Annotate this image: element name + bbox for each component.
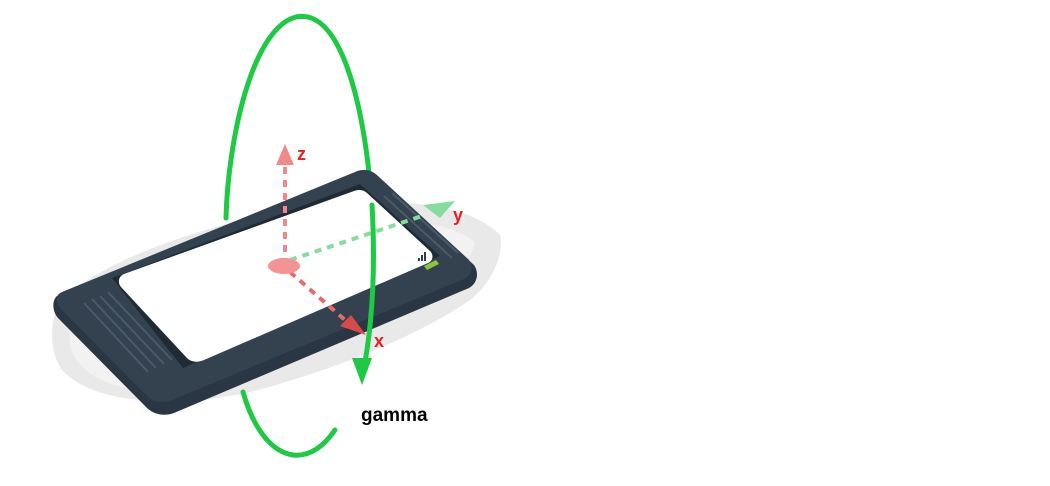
origin-point <box>268 258 300 274</box>
battery-icon <box>424 260 439 270</box>
rotation-path-bottom <box>240 389 338 458</box>
y-axis <box>289 201 455 262</box>
x-axis-label: x <box>374 331 384 351</box>
rotation-label: gamma <box>361 405 428 426</box>
z-axis <box>276 144 294 265</box>
z-axis-label: z <box>297 144 306 164</box>
rotation-arrow <box>352 358 372 385</box>
phone-buttons <box>83 291 173 373</box>
phone-screen <box>118 189 433 362</box>
x-axis <box>288 270 366 335</box>
phone-speaker <box>383 192 459 259</box>
signal-icon <box>418 252 426 261</box>
y-axis-label: y <box>453 205 463 225</box>
rotation-path-back <box>223 13 375 221</box>
